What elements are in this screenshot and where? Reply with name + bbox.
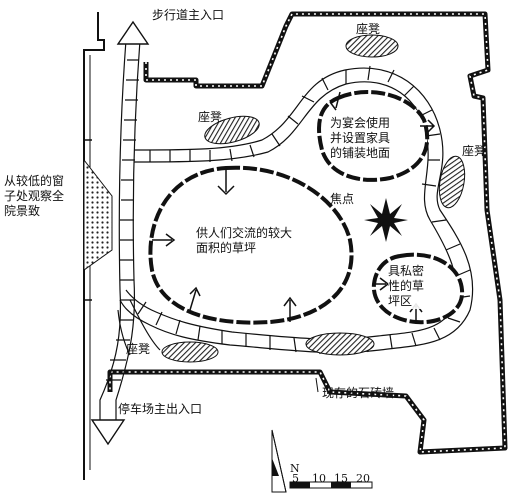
north-arrow <box>271 429 287 493</box>
scale-tick-20: 20 <box>356 472 370 485</box>
existing-wall-label: 现存的石砖墙 <box>322 386 395 400</box>
seat-shrub-bottom-mid <box>305 332 375 356</box>
walkway-loop <box>117 65 474 356</box>
large-lawn-label: 供人们交流的较大 面积的草坪 <box>196 226 293 256</box>
wall-pointer <box>315 377 319 393</box>
seat-bottom-label: 座凳 <box>126 342 151 356</box>
seat-shrub-left <box>204 115 260 145</box>
scale-tick-15: 15 <box>334 472 348 485</box>
seat-shrub-right <box>438 155 466 209</box>
seat-left-label: 座凳 <box>198 110 223 124</box>
scale-tick-10: 10 <box>312 472 326 485</box>
building-wall <box>83 12 105 480</box>
focal-point-label: 焦点 <box>330 192 355 206</box>
seat-shrub-bottom-left <box>161 341 219 363</box>
seat-top-label: 座凳 <box>356 22 381 36</box>
window-view-label: 从较低的窗 子处观察全 院景致 <box>4 174 65 218</box>
window-view-cone <box>83 158 113 271</box>
walkway-main <box>90 20 150 446</box>
scale-tick-5: 5 <box>292 472 299 485</box>
paving-area-label: 为宴会使用 并设置家具 的铺装地面 <box>330 116 391 161</box>
scale-bar <box>289 481 373 489</box>
seat-shrub-top <box>345 34 399 58</box>
pedestrian-entrance-label: 步行道主入口 <box>152 8 225 22</box>
focal-point-star <box>364 198 408 242</box>
parking-entrance-label: 停车场主出入口 <box>118 402 203 416</box>
existing-brick-wall <box>107 11 508 455</box>
private-lawn-label: 具私密 性的草 坪区 <box>388 264 425 309</box>
seat-right-label: 座凳 <box>462 144 487 158</box>
north-label: N <box>290 462 300 475</box>
